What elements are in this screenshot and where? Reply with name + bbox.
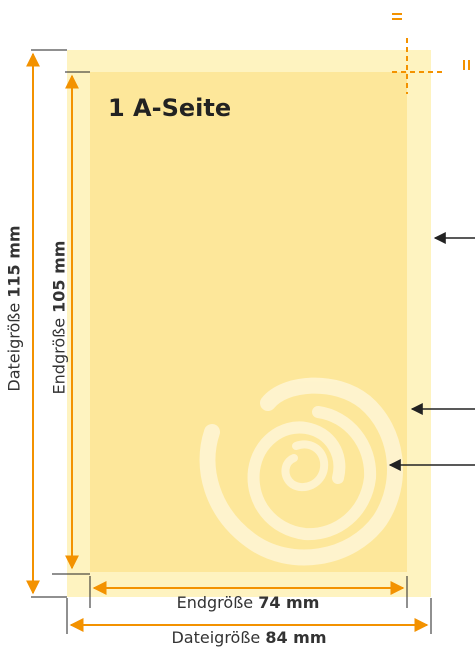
height-endgroesse-label: Endgröße 105 mm <box>50 218 69 418</box>
height-dateigroesse-label: Dateigröße 115 mm <box>5 209 24 409</box>
page-title: 1 A-Seite <box>108 94 232 122</box>
height-endgroesse-prefix: Endgröße <box>49 312 69 395</box>
width-dateigroesse-value: 84 mm <box>265 628 327 647</box>
width-endgroesse-label: Endgröße 74 mm <box>128 593 368 612</box>
width-dateigroesse-prefix: Dateigröße <box>171 628 266 647</box>
spiral-logo-icon <box>199 377 404 566</box>
crop-mark-icon <box>392 13 470 94</box>
width-dateigroesse-label: Dateigröße 84 mm <box>129 628 369 647</box>
height-dateigroesse-prefix: Dateigröße <box>4 297 24 392</box>
height-endgroesse-value: 105 mm <box>49 240 69 313</box>
height-dateigroesse-value: 115 mm <box>4 225 24 298</box>
extension-lines <box>31 49 432 634</box>
width-endgroesse-value: 74 mm <box>258 593 320 612</box>
width-endgroesse-prefix: Endgröße <box>176 593 259 612</box>
